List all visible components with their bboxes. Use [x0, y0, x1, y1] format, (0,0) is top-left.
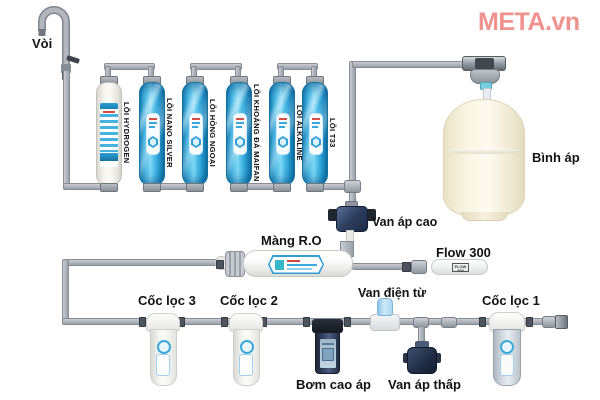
filter-body — [96, 82, 122, 186]
solenoid-valve-cap — [377, 298, 393, 316]
filter-label: LÕI HỒNG NGOẠI — [208, 99, 217, 167]
inline-filter-nano-silver — [139, 76, 165, 192]
fitting-band — [475, 58, 494, 69]
brand-watermark: META.vn — [478, 8, 580, 36]
pipe-union — [441, 317, 457, 328]
pipe-left-vertical — [62, 259, 69, 325]
filter-cap — [273, 183, 291, 192]
filter-cup-1 — [493, 329, 521, 386]
flow-union — [411, 260, 427, 274]
cup-logo — [240, 340, 254, 354]
pipe-connector — [526, 317, 533, 327]
filter-cup-2 — [233, 329, 260, 386]
pipe-ro-feed — [64, 259, 222, 266]
filter-sticker — [189, 113, 203, 155]
filter-label: LÕI NANO SILVER — [165, 98, 174, 168]
filter-cap — [230, 183, 248, 192]
pipe-to-tank — [352, 61, 464, 68]
high-pressure-valve — [336, 206, 368, 232]
valve-bolt — [435, 353, 441, 363]
filter-sticker — [100, 103, 118, 167]
filter-cup-1-label: Cốc lọc 1 — [482, 293, 540, 308]
solenoid-valve-label: Van điện từ — [358, 286, 427, 300]
pump-label: Bơm cao áp — [296, 377, 371, 392]
filter-body — [182, 82, 208, 186]
flow-restrictor-print: FLOW 300 — [452, 263, 469, 272]
faucet-icon — [38, 6, 80, 80]
low-pressure-valve-label: Van áp thấp — [388, 377, 461, 392]
pipe-connector — [479, 317, 486, 327]
flow-restrictor-label: Flow 300 — [436, 245, 491, 260]
pipe-ro-out — [352, 263, 404, 270]
filter-cup-2-label: Cốc lọc 2 — [220, 293, 278, 308]
valve-port-left — [328, 209, 338, 221]
filter-sticker — [146, 113, 160, 155]
ro-membrane-label: Màng R.O — [261, 233, 322, 248]
high-pressure-pump — [315, 332, 340, 374]
pipe-faucet-down — [63, 70, 70, 190]
pipe-connector — [216, 260, 224, 269]
inlet-fitting — [555, 315, 568, 329]
filter-label: LÕI ALKALINE — [295, 105, 304, 161]
inline-filter-hong-ngoai — [182, 76, 208, 192]
pipe-top-f5-f6 — [277, 63, 318, 70]
high-pressure-valve-label: Van áp cao — [372, 215, 438, 229]
filter-sticker — [309, 113, 323, 155]
inline-filter-khoang-da-maifan — [226, 76, 252, 192]
ro-sticker — [268, 255, 324, 274]
pipe-union — [542, 316, 556, 328]
filter-cap — [186, 183, 204, 192]
riser-tee-fitting — [344, 180, 361, 193]
cup-logo — [500, 340, 514, 354]
pipe-connector — [139, 317, 146, 327]
cup-sticker — [500, 354, 514, 376]
pipe-connector — [344, 317, 351, 327]
tank-base — [461, 212, 508, 221]
valve-port-right — [366, 209, 376, 221]
filter-label: LÕI HYDROGEN — [122, 102, 131, 164]
filter-cup-3-label: Cốc lọc 3 — [138, 293, 196, 308]
pressure-tank — [443, 99, 525, 216]
pump-sticker — [320, 339, 336, 368]
cup-sticker — [239, 354, 253, 376]
filter-body — [226, 82, 252, 186]
flow-restrictor: FLOW 300 — [431, 259, 488, 275]
low-pressure-valve — [407, 347, 437, 374]
pipe-connector — [221, 317, 228, 327]
filter-label: LÕI KHOÁNG ĐÁ MAIFAN — [252, 84, 261, 182]
pipe-top-f1-f2 — [104, 63, 155, 70]
inline-filter-hydrogen — [96, 76, 122, 192]
inline-filter-alkaline — [269, 76, 295, 192]
tank-label: Bình áp — [532, 150, 580, 165]
solenoid-valve-body — [370, 314, 400, 331]
filter-cap — [306, 183, 324, 192]
filter-cap — [100, 183, 118, 192]
pump-head — [312, 319, 343, 333]
pipe-top-f3-f4 — [190, 63, 242, 70]
filter-body — [302, 82, 328, 186]
filter-cap — [143, 183, 161, 192]
cup-sticker — [156, 354, 170, 376]
ro-membrane — [243, 250, 353, 277]
valve-bolt — [403, 353, 409, 363]
cup-logo — [157, 340, 171, 354]
pipe-connector — [402, 262, 411, 272]
filter-sticker — [233, 113, 247, 155]
ro-collar — [225, 251, 245, 277]
inline-filter-t33 — [302, 76, 328, 192]
filter-label: LÕI T33 — [328, 118, 337, 148]
faucet-label: Vòi — [32, 36, 53, 51]
filter-body — [269, 82, 295, 186]
low-pressure-valve-collar — [415, 341, 429, 350]
filter-cup-3 — [150, 329, 177, 386]
pipe-connector — [303, 317, 310, 327]
filter-sticker — [276, 113, 290, 155]
filter-body — [139, 82, 165, 186]
tank-rib — [446, 148, 522, 154]
